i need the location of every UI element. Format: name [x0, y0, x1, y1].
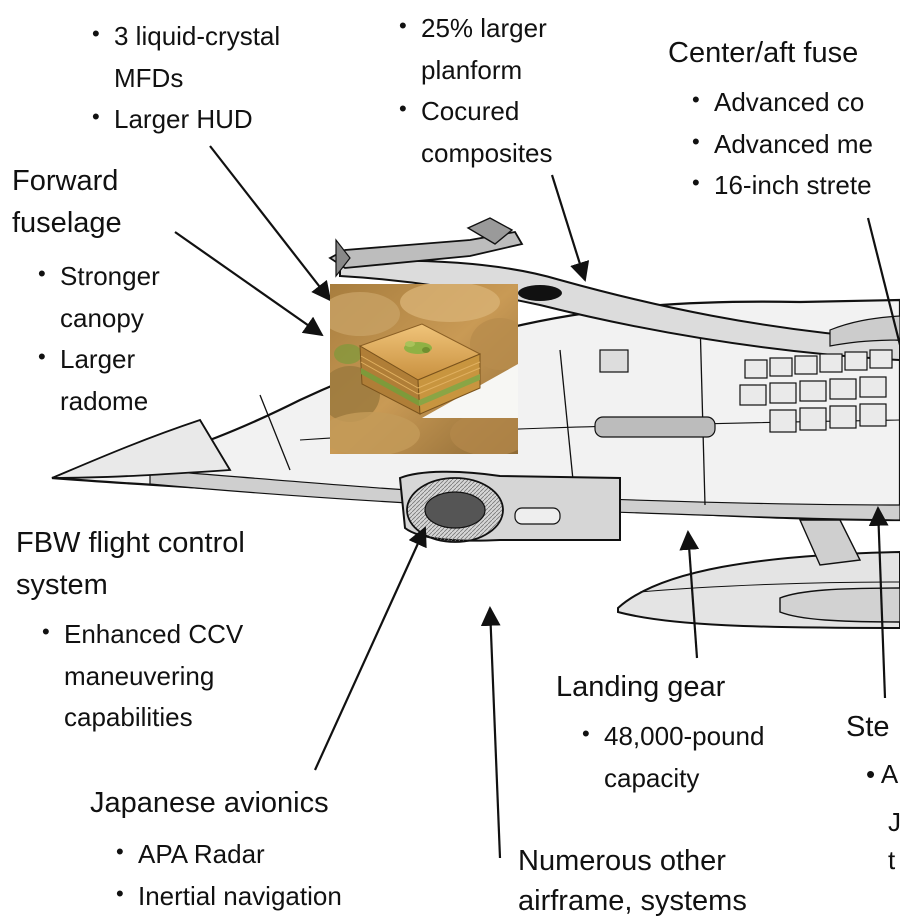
cockpit-bullets: 3 liquid-crystal MFDs Larger HUD — [88, 16, 280, 141]
arrow-numerous — [480, 606, 502, 859]
numerous-title-1: Numerous other — [518, 845, 726, 877]
center-aft-bullet-2: Advanced me — [688, 124, 873, 166]
cockpit-bullet-1: 3 liquid-crystal MFDs — [88, 16, 280, 99]
partial-fragment-t: t — [888, 845, 896, 875]
radome — [51, 418, 232, 479]
wing-bullet-1: 25% larger planform — [395, 8, 553, 91]
japanese-avionics-bullet-2: Inertial navigation — [112, 876, 342, 918]
wingtip-missile — [328, 231, 524, 269]
partial-fragment-a: • A — [866, 759, 899, 789]
fbw-title-2: system — [16, 569, 108, 601]
center-aft-title: Center/aft fuse — [668, 37, 859, 69]
forward-fuselage-title-1: Forward — [12, 165, 119, 197]
japanese-avionics-title: Japanese avionics — [90, 787, 329, 819]
numerous-title-2: airframe, systems — [518, 885, 747, 917]
arrow-right-partial — [868, 506, 889, 699]
fbw-bullets: Enhanced CCV maneuvering capabilities — [38, 614, 243, 739]
forward-fuselage-title-2: fuselage — [12, 207, 122, 239]
arrow-wing — [550, 174, 590, 282]
wing-bullet-2: Cocured composites — [395, 91, 553, 174]
fbw-title-1: FBW flight control — [16, 527, 245, 559]
partial-ste-label: Ste — [846, 711, 890, 743]
forward-fuselage-bullet-2: Larger radome — [34, 339, 160, 422]
arrow-japanese-avionics — [313, 526, 427, 771]
center-aft-bullets: Advanced co Advanced me 16-inch strete — [688, 82, 873, 207]
fbw-bullet-1: Enhanced CCV maneuvering capabilities — [38, 614, 243, 739]
center-aft-bullet-1: Advanced co — [688, 82, 873, 124]
arrow-cockpit — [209, 145, 332, 302]
arrow-center-aft — [866, 217, 900, 346]
cockpit-grille — [739, 349, 893, 433]
landing-gear-title: Landing gear — [556, 671, 726, 703]
landing-gear-bullet-1: 48,000-pound capacity — [578, 716, 764, 799]
arrow-forward-fuselage — [174, 231, 324, 337]
japanese-avionics-bullet-1: APA Radar — [112, 834, 342, 876]
japanese-avionics-bullets: APA Radar Inertial navigation — [112, 834, 342, 917]
center-aft-bullet-3: 16-inch strete — [688, 165, 873, 207]
wing-bullets: 25% larger planform Cocured composites — [395, 8, 553, 174]
landing-gear-bullets: 48,000-pound capacity — [578, 716, 764, 799]
arrow-landing-gear — [679, 530, 700, 659]
forward-fuselage-bullets: Stronger canopy Larger radome — [34, 256, 160, 422]
partial-fragment-j: J — [888, 807, 900, 837]
baklava-photo — [330, 284, 518, 454]
forward-fuselage-bullet-1: Stronger canopy — [34, 256, 160, 339]
cockpit-bullet-2: Larger HUD — [88, 99, 280, 141]
